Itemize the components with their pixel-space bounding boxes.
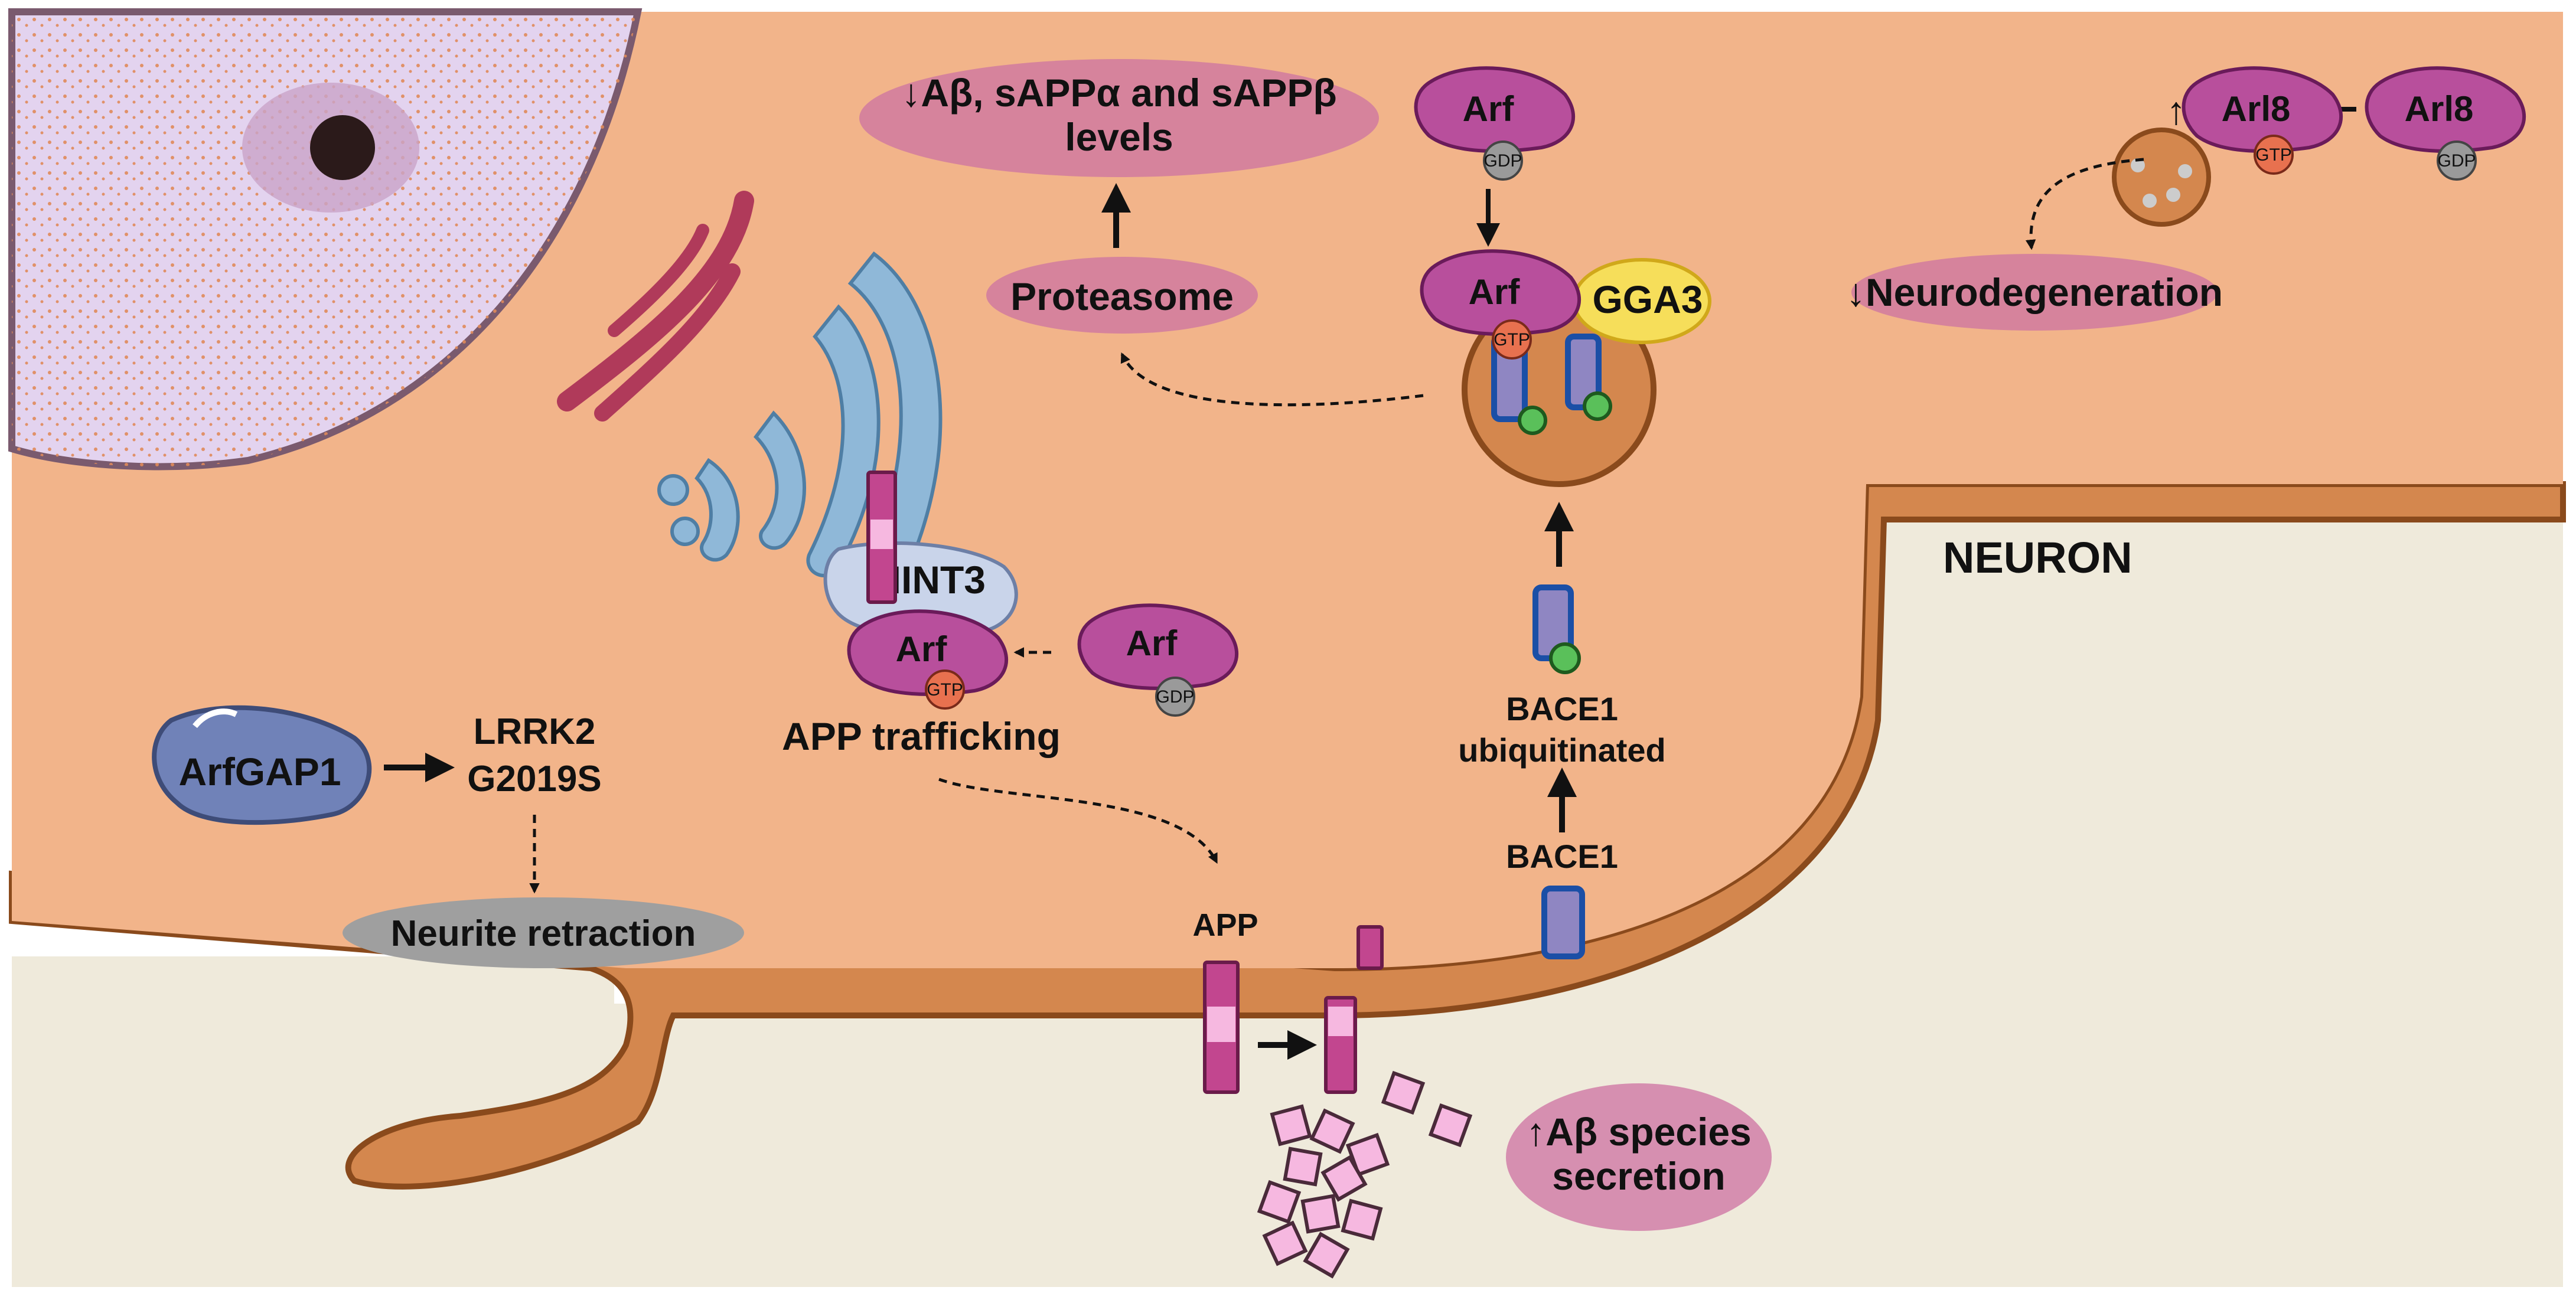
- app-full-length: [1203, 961, 1240, 1094]
- arl8-gdp: Arl8 GDP: [2365, 66, 2526, 181]
- levels-outcome: ↓Aβ, sAPPα and sAPPβ levels: [859, 59, 1379, 177]
- abeta-fragments: [1257, 1070, 1473, 1279]
- gtp-label-arl8: GTP: [2255, 145, 2292, 165]
- arf-gtp-endosome: Arf GTP: [1420, 249, 1582, 360]
- arf-label-golgi-gdp: Arf: [1126, 623, 1178, 663]
- neurodegeneration-outcome: ↓Neurodegeneration: [1846, 254, 2223, 331]
- arf-label-endosome: Arf: [1469, 272, 1521, 312]
- gdp-label-arl8: GDP: [2437, 151, 2476, 171]
- golgi-apparatus: [657, 251, 943, 605]
- levels-label-line1: ↓Aβ, sAPPα and sAPPβ: [901, 71, 1336, 115]
- bace1-ub-label-line2: ubiquitinated: [1458, 731, 1666, 769]
- lysosome: [2112, 128, 2211, 227]
- app-trafficking-label: APP trafficking: [782, 714, 1061, 758]
- gdp-label-top: GDP: [1483, 151, 1522, 171]
- bace1-ubiquitinated: [1532, 584, 1581, 674]
- arl8-to-neurodegeneration-arrow: [2025, 158, 2144, 250]
- abeta-secretion-label-line1: ↑Aβ species: [1526, 1110, 1751, 1154]
- arf-gdp-golgi: Arf GDP: [1077, 603, 1239, 717]
- arf-gtp-golgi: Arf GTP: [847, 609, 1009, 710]
- gtp-label-endosome: GTP: [1494, 330, 1530, 350]
- proteasome-label: Proteasome: [1010, 275, 1234, 318]
- endosome-to-proteasome-arrow: [1120, 352, 1424, 407]
- arfgap1-label: ArfGAP1: [178, 750, 341, 793]
- arl8-label-gdp: Arl8: [2405, 89, 2474, 129]
- nucleus: [8, 8, 643, 471]
- arf-label-top: Arf: [1463, 89, 1515, 129]
- neurite-retraction-outcome: Neurite retraction: [343, 897, 744, 968]
- cytoplasm: [12, 12, 2563, 968]
- arf-gdp-top: Arf GDP: [1414, 66, 1576, 181]
- cell-label: NEURON: [1943, 533, 2132, 582]
- abeta-secretion-label-line2: secretion: [1552, 1154, 1725, 1198]
- app-at-golgi: [866, 471, 897, 604]
- arf-label-golgi: Arf: [896, 629, 948, 669]
- gdp-label-golgi: GDP: [1156, 687, 1194, 707]
- arfgap1-protein: ArfGAP1: [152, 705, 372, 825]
- arl8-label-gtp: Arl8: [2222, 89, 2291, 129]
- neurodegeneration-label: ↓Neurodegeneration: [1846, 270, 2223, 314]
- gga3-label: GGA3: [1592, 277, 1703, 321]
- app-label: APP: [1192, 907, 1258, 943]
- levels-label-line2: levels: [1065, 115, 1173, 159]
- endoplasmic-reticulum: [557, 191, 754, 422]
- bace1-membrane: [1541, 886, 1585, 959]
- app-cleaved: [1324, 925, 1384, 1094]
- arl8-gtp: Arl8 GTP: [2182, 66, 2343, 175]
- trafficking-to-app-arrow: [938, 778, 1218, 864]
- neurite-retraction-label: Neurite retraction: [391, 913, 696, 954]
- bace1-ub-label-line1: BACE1: [1506, 690, 1618, 727]
- lrrk2-label-line1: LRRK2: [474, 711, 596, 752]
- arl8-increase-symbol: ↑: [2167, 89, 2186, 132]
- lrrk2-label-line2: G2019S: [467, 759, 602, 799]
- gga3-protein: GGA3: [1572, 258, 1711, 344]
- gtp-label-golgi: GTP: [927, 680, 963, 700]
- bace1-label: BACE1: [1506, 838, 1618, 875]
- proteasome-node: Proteasome: [986, 257, 1258, 334]
- abeta-secretion-outcome: ↑Aβ species secretion: [1506, 1083, 1772, 1231]
